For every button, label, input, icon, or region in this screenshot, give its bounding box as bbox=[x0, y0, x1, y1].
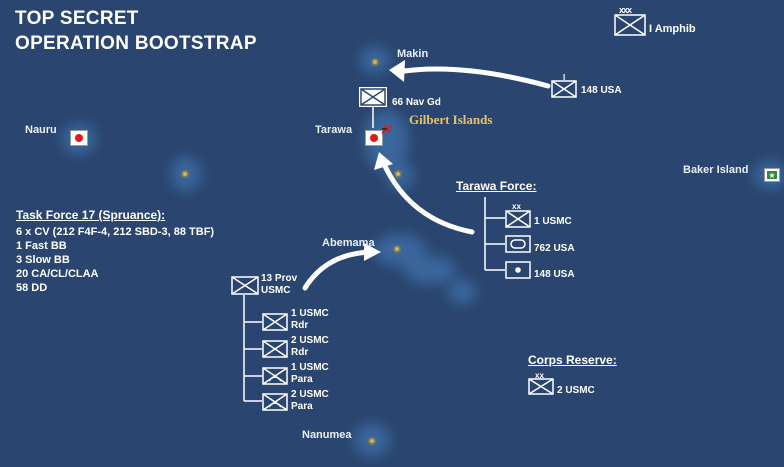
unit-label-line-2: USMC bbox=[261, 285, 291, 296]
task-force-17-line: 58 DD bbox=[16, 282, 48, 294]
infantry-unit-icon bbox=[614, 14, 646, 36]
svg-text:★: ★ bbox=[768, 171, 775, 180]
unit-label: 762 USA bbox=[534, 243, 575, 254]
unit-size-marker: xxx bbox=[619, 5, 632, 15]
allied-base-icon-baker[interactable]: ★ bbox=[764, 168, 780, 182]
paratroop-unit-icon bbox=[262, 393, 288, 411]
tarawa-force-heading: Tarawa Force: bbox=[456, 179, 537, 193]
island-label-tarawa: Tarawa bbox=[315, 124, 353, 136]
task-force-17-line: 20 CA/CL/CLAA bbox=[16, 268, 99, 280]
island-label-baker: Baker Island bbox=[683, 164, 749, 176]
infantry-unit-icon bbox=[231, 276, 259, 295]
infantry-unit-icon bbox=[528, 378, 554, 395]
org-lines bbox=[243, 107, 505, 402]
corps-reserve-heading: Corps Reserve: bbox=[528, 353, 617, 367]
unit-label-line-2: Rdr bbox=[291, 347, 309, 358]
region-label-gilbert: Gilbert Islands bbox=[409, 112, 493, 127]
atoll-icons bbox=[181, 58, 402, 445]
aircraft-icon bbox=[381, 124, 393, 134]
task-force-17-line: 1 Fast BB bbox=[16, 240, 67, 252]
artillery-unit-icon bbox=[505, 261, 531, 279]
unit-label-line-1: 2 USMC bbox=[291, 335, 329, 346]
unit-label: 148 USA bbox=[581, 85, 622, 96]
title-line-1: TOP SECRET bbox=[15, 8, 139, 29]
island-label-abemama: Abemama bbox=[322, 237, 375, 249]
unit-label: I Amphib bbox=[649, 23, 696, 35]
unit-label: 148 USA bbox=[534, 269, 575, 280]
unit-label: 66 Nav Gd bbox=[392, 97, 441, 108]
unit-label-line-2: Rdr bbox=[291, 320, 309, 331]
infantry-unit-icon bbox=[262, 340, 288, 358]
unit-label-line-1: 1 USMC bbox=[291, 362, 329, 373]
unit-label-line-2: Para bbox=[291, 401, 313, 412]
unit-label: 2 USMC bbox=[557, 385, 595, 396]
unit-size-marker: xx bbox=[535, 371, 544, 380]
unit-label: 1 USMC bbox=[534, 216, 572, 227]
task-force-17-line: 3 Slow BB bbox=[16, 254, 70, 266]
unit-label-line-1: 2 USMC bbox=[291, 389, 329, 400]
title-line-2: OPERATION BOOTSTRAP bbox=[15, 33, 257, 54]
unit-size-marker: I bbox=[563, 73, 566, 82]
island-label-nanumea: Nanumea bbox=[302, 429, 352, 441]
task-force-17-line: 6 x CV (212 F4F-4, 212 SBD-3, 88 TBF) bbox=[16, 226, 215, 238]
japanese-base-icon-tarawa[interactable] bbox=[365, 130, 383, 146]
infantry-unit-icon bbox=[505, 210, 531, 228]
island-label-makin: Makin bbox=[397, 48, 429, 60]
infantry-unit-icon bbox=[262, 313, 288, 331]
movement-arrows bbox=[302, 66, 551, 291]
tank-unit-icon bbox=[505, 235, 531, 253]
unit-label-line-2: Para bbox=[291, 374, 313, 385]
paratroop-unit-icon bbox=[262, 367, 288, 385]
infantry-unit-icon bbox=[359, 87, 387, 107]
task-force-17-heading: Task Force 17 (Spruance): bbox=[16, 208, 166, 222]
unit-label-line-1: 1 USMC bbox=[291, 308, 329, 319]
unit-label-line-1: 13 Prov bbox=[261, 273, 298, 284]
island-label-nauru: Nauru bbox=[25, 124, 57, 136]
arrowheads bbox=[364, 60, 405, 261]
unit-size-marker: xx bbox=[512, 202, 521, 211]
infantry-unit-icon bbox=[551, 80, 577, 98]
japanese-base-icon-nauru[interactable] bbox=[70, 130, 88, 146]
